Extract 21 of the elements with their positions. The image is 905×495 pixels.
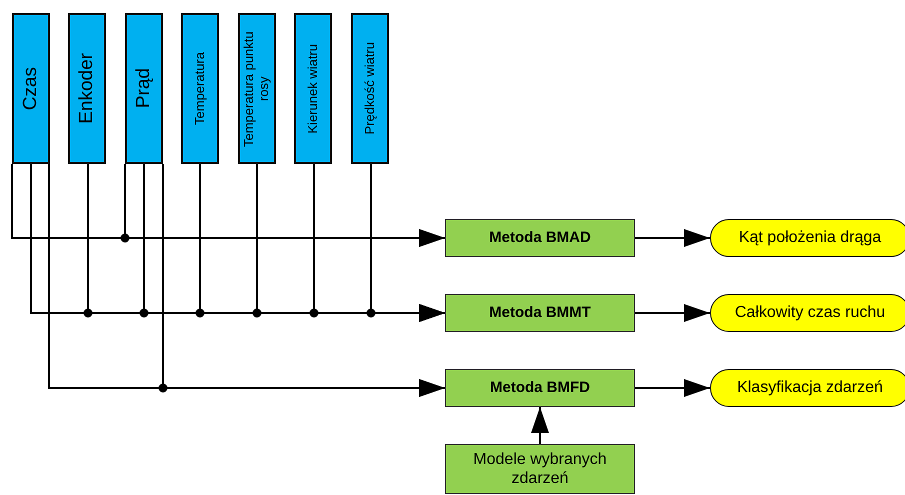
arrow xyxy=(370,164,445,322)
process-box: Metoda BMMT xyxy=(445,294,635,332)
result-terminal: Klasyfikacja zdarzeń xyxy=(710,369,905,407)
arrow xyxy=(635,304,710,322)
sensor-box: Enkoder xyxy=(68,13,106,164)
arrow xyxy=(124,164,445,247)
sensor-box: Temperatura punktu rosy xyxy=(238,13,276,164)
arrow xyxy=(635,379,710,397)
sensor-box: Kierunek wiatru xyxy=(294,13,332,164)
process-box: Metoda BMFD xyxy=(445,369,635,407)
sensor-box: Czas xyxy=(12,13,50,164)
sensor-box: Temperatura xyxy=(181,13,219,164)
process-box: Modele wybranych zdarzeń xyxy=(445,444,635,494)
sensor-box: Prąd xyxy=(125,13,163,164)
process-box: Metoda BMAD xyxy=(445,219,635,257)
arrow xyxy=(531,407,549,444)
sensor-box: Prędkość wiatru xyxy=(351,13,389,164)
arrow xyxy=(635,229,710,247)
result-terminal: Całkowity czas ruchu xyxy=(710,294,905,332)
arrow xyxy=(162,164,445,397)
result-terminal: Kąt położenia drąga xyxy=(710,219,905,257)
